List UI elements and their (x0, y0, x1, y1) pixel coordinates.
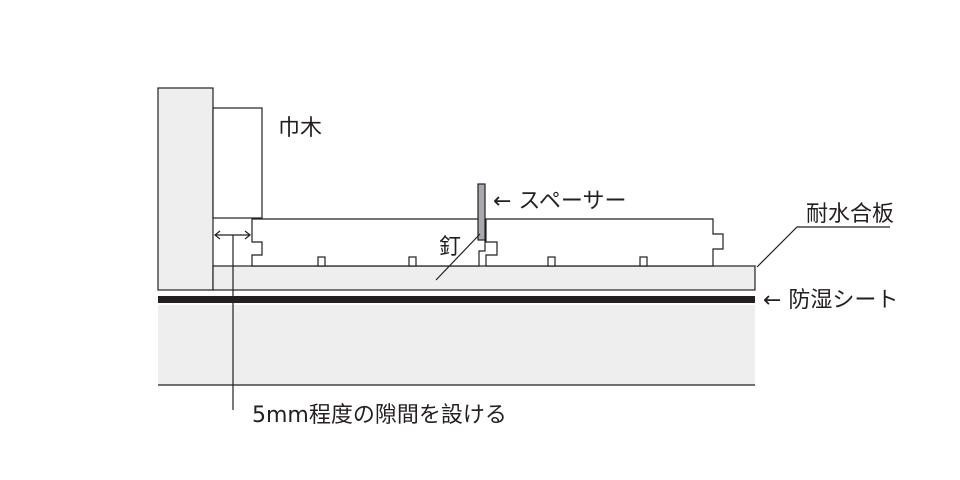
gap-dimension (214, 230, 251, 410)
label-gap-note: 5mm程度の隙間を設ける (252, 403, 507, 428)
spacer (477, 183, 486, 241)
label-spacer: ← スペーサー (493, 189, 626, 214)
label-baseboard: 巾木 (278, 116, 322, 141)
baseboard (212, 107, 263, 219)
concrete-slab (158, 305, 755, 386)
moisture-sheet (158, 296, 755, 303)
label-moisture-sheet: ← 防湿シート (763, 288, 898, 313)
leader-lines (435, 226, 890, 281)
wall (157, 87, 214, 291)
label-nail: 釘 (439, 235, 461, 260)
plywood-panel (212, 265, 756, 291)
label-plywood: 耐水合板 (806, 202, 894, 227)
flooring-board-right (485, 218, 724, 267)
board-grooves (317, 256, 648, 267)
